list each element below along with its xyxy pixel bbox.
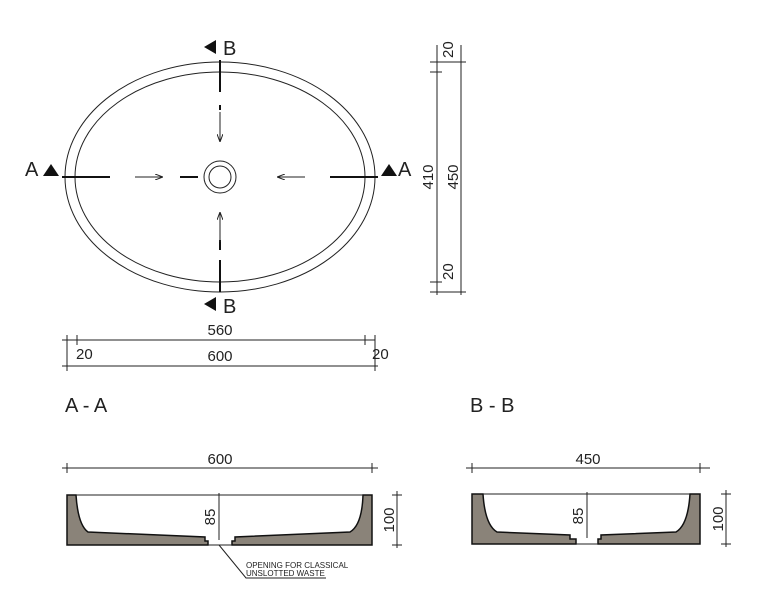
section-b-depth: 85: [570, 508, 587, 525]
section-a-title: A - A: [65, 395, 108, 417]
waste-inner: [208, 165, 232, 189]
leader-line: [218, 544, 326, 579]
section-marker-a-right: A: [398, 159, 412, 181]
section-b-height: 100: [710, 506, 727, 531]
triangle-icon: [204, 297, 216, 311]
dim-outer-width: 600: [207, 348, 232, 365]
section-b-title: B - B: [470, 395, 514, 417]
dim-rim-right: 20: [372, 346, 389, 363]
section-marker-b-bottom: B: [223, 296, 236, 318]
triangle-icon: [204, 40, 216, 54]
outer-rim: [64, 61, 376, 293]
section-a-height: 100: [381, 507, 398, 532]
note-line-2: UNSLOTTED WASTE: [246, 569, 325, 578]
section-marker-b-top: B: [223, 38, 236, 60]
section-a-depth: 85: [202, 509, 219, 526]
section-marker-a-left: A: [25, 159, 39, 181]
plan-view: A A B B 560 20 600 20 20 410 450 20: [25, 38, 466, 371]
inner-rim: [74, 71, 366, 283]
triangle-icon: [43, 164, 59, 176]
dim-rim-left: 20: [76, 346, 93, 363]
flow-arrows: [135, 112, 305, 242]
dim-rim-top: 20: [440, 41, 457, 58]
dimension-lines-horizontal: [62, 335, 378, 371]
triangle-icon: [381, 164, 397, 176]
section-a-a: A - A 600 85 100 OPENING FOR CLASSICAL U…: [62, 395, 402, 579]
note-line-1: OPENING FOR CLASSICAL: [246, 561, 349, 570]
section-b-width: 450: [575, 451, 600, 468]
section-a-width: 600: [207, 451, 232, 468]
section-a-profile: [66, 494, 373, 546]
dim-outer-depth: 450: [445, 164, 462, 189]
section-b-b: B - B 450 85 100: [466, 395, 731, 547]
waste-outer: [203, 160, 237, 194]
section-b-profile: [471, 493, 701, 545]
dim-inner-width: 560: [207, 322, 232, 339]
dimension-lines-vertical: [430, 45, 466, 295]
dim-inner-depth: 410: [420, 164, 437, 189]
dim-rim-bottom: 20: [440, 263, 457, 280]
